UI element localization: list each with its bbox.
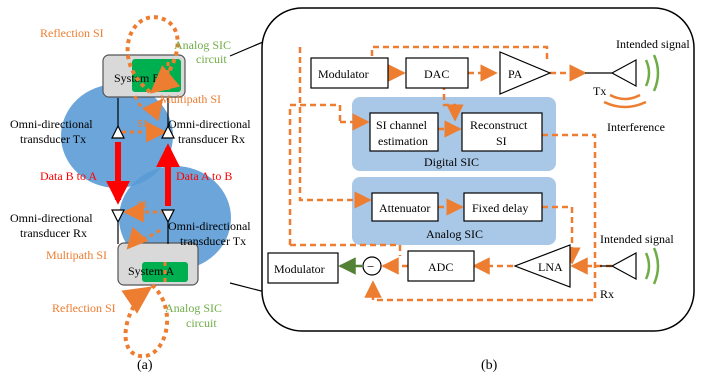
path-top-loop — [370, 45, 549, 66]
adc-box — [407, 250, 475, 282]
intended-signal-bottom-label: Intended signal — [600, 232, 674, 246]
interference-wave-icon — [603, 93, 647, 109]
pa-label: PA — [508, 67, 523, 81]
adc-label: ADC — [428, 260, 453, 274]
data-b-to-a-label: Data B to A — [40, 169, 97, 183]
lna-label: LNA — [538, 260, 563, 274]
analog-sic-top-label-2: circuit — [196, 52, 227, 66]
analog-sic-label: Analog SIC — [426, 227, 483, 241]
modulator-bottom-label: Modulator — [274, 262, 325, 276]
multipath-si-top-label: Multipath SI — [160, 92, 221, 106]
panel-a: System B System A — [10, 15, 251, 373]
pa-triangle — [499, 51, 552, 95]
analog-sic-bottom-label-1: Analog SIC — [165, 301, 222, 315]
intended-signal-top-label: Intended signal — [616, 37, 690, 51]
dac-box — [405, 57, 469, 89]
rx-label: Rx — [600, 287, 614, 301]
transducer-tx-top-icon — [111, 98, 125, 139]
subtract-circle-icon — [362, 256, 382, 276]
path-feedback-top — [290, 243, 402, 256]
reconstruct-box — [461, 112, 543, 152]
reflection-si-bottom-label: Reflection SI — [52, 301, 116, 315]
fixed-delay-label: Fixed delay — [472, 201, 528, 215]
digital-sic-label: Digital SIC — [424, 155, 479, 169]
si-channel-box — [369, 112, 439, 152]
rx-bottom-label-2: transducer Rx — [20, 226, 87, 240]
rx-bottom-label-1: Omni-directional — [10, 211, 93, 225]
rx-top-label-1: Omni-directional — [168, 117, 251, 131]
reflection-si-top-label: Reflection SI — [40, 26, 104, 40]
multipath-si-top-path — [133, 95, 164, 122]
si-channel-label-2: estimation — [378, 134, 428, 148]
system-a-label: System A — [128, 264, 175, 278]
modulator-bottom-box — [267, 252, 339, 284]
panel-b-caption: (b) — [481, 358, 498, 373]
analog-sic-bottom-label-2: circuit — [186, 316, 217, 330]
rx-wave-icon — [644, 247, 660, 285]
transducer-rx-top-icon — [161, 98, 175, 139]
path-dac-to-reconstruct — [442, 84, 464, 122]
reconstruct-label-1: Reconstruct — [470, 118, 528, 132]
path-left-bus — [298, 47, 372, 209]
interference-label: Interference — [607, 120, 665, 134]
path-reconstruct-to-right — [364, 133, 597, 302]
multipath-si-bottom-path — [126, 226, 161, 250]
si-top-label: SI — [137, 118, 147, 130]
data-a-to-b-label: Data A to B — [176, 169, 232, 183]
transducer-tx-bottom-icon — [161, 209, 175, 244]
modulator-top-label: Modulator — [318, 67, 369, 81]
reflection-si-loop-bottom — [121, 283, 170, 359]
panel-a-caption: (a) — [137, 358, 153, 373]
si-bottom-label: SI — [137, 199, 147, 211]
tx-top-label-2: transducer Tx — [20, 132, 86, 146]
transducer-rx-bottom-icon — [111, 209, 125, 244]
path-left-to-bus — [288, 103, 342, 245]
path-delay-to-lna — [542, 205, 581, 265]
tx-bottom-label-2: transducer Tx — [180, 234, 246, 248]
rx-antenna-icon — [600, 251, 637, 281]
fixed-delay-box — [463, 192, 543, 222]
tx-label: Tx — [593, 84, 606, 98]
rx-top-label-2: transducer Rx — [178, 132, 245, 146]
attenuator-label: Attenuator — [379, 201, 430, 215]
tx-bottom-label-1: Omni-directional — [168, 219, 251, 233]
si-channel-label-1: SI channel — [376, 118, 428, 132]
attenuator-box — [371, 192, 439, 222]
multipath-si-bottom-label: Multipath SI — [46, 248, 107, 262]
panel-b: Modulator DAC PA SI channel estimation R… — [261, 7, 695, 373]
reconstruct-label-2: SI — [496, 134, 507, 148]
tx-top-label-1: Omni-directional — [10, 117, 93, 131]
dac-label: DAC — [424, 67, 449, 81]
subtract-symbol: − — [367, 259, 374, 274]
tx-wave-icon — [644, 54, 660, 92]
lna-triangle — [513, 244, 571, 288]
tx-antenna-icon — [585, 58, 637, 88]
analog-sic-top-label-1: Analog SIC — [174, 38, 231, 52]
modulator-top-box — [310, 57, 389, 89]
